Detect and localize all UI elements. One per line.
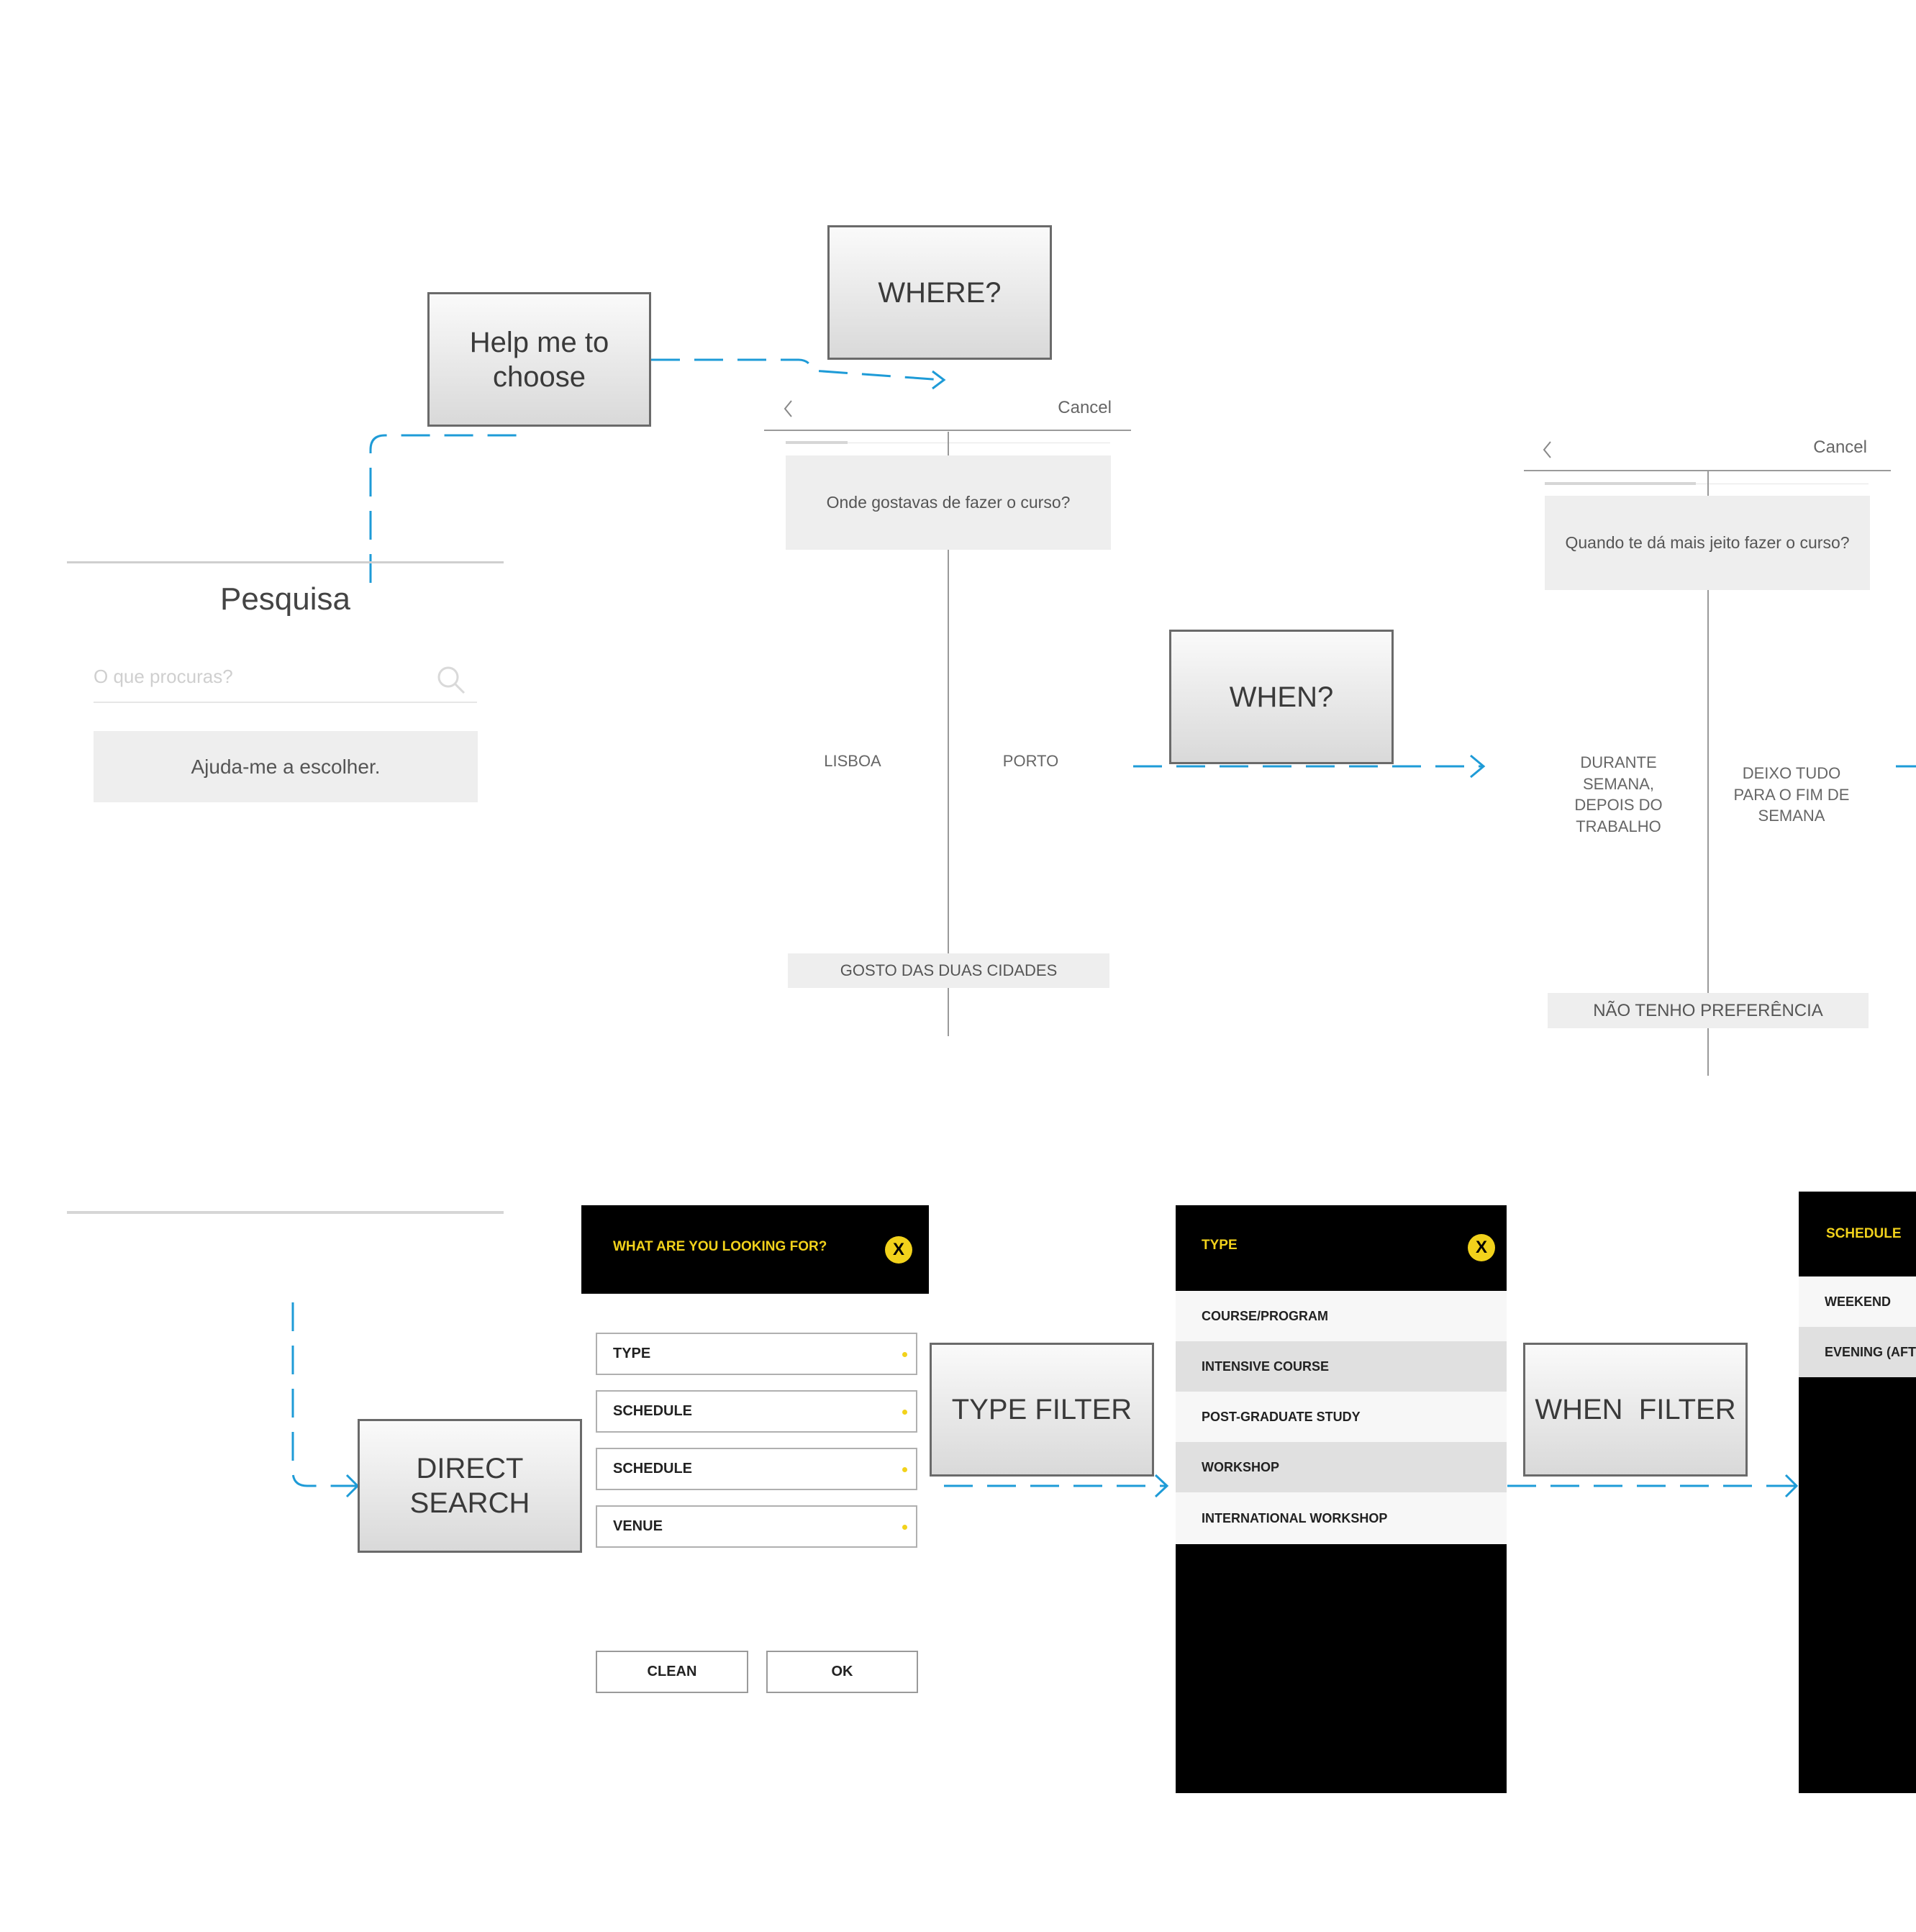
clean-button[interactable]: CLEAN [596,1651,748,1693]
both-cities-button[interactable]: GOSTO DAS DUAS CIDADES [788,953,1109,988]
where-header-divider [764,430,1131,431]
search-modal-title: WHAT ARE YOU LOOKING FOR? [613,1239,827,1254]
cancel-link[interactable]: Cancel [1058,398,1112,417]
required-dot-icon [902,1351,907,1357]
schedule-panel: SCHEDULE WEEKEND EVENING (AFT [1799,1192,1916,1793]
back-chevron-icon-2[interactable] [1540,439,1555,461]
close-icon[interactable]: X [885,1236,912,1264]
schedule-field-label: SCHEDULE [613,1403,693,1419]
venue-field-label: VENUE [613,1518,663,1534]
arrowhead-type [1154,1474,1169,1498]
schedule-item-evening[interactable]: EVENING (AFT [1799,1327,1916,1377]
direct-search-divider [67,1211,504,1214]
where-question: Onde gostavas de fazer o curso? [786,455,1111,550]
direct-search-box: DIRECT SEARCH [358,1419,582,1553]
pesquisa-title: Pesquisa [219,581,350,617]
ok-button[interactable]: OK [766,1651,918,1693]
search-placeholder: O que procuras? [94,666,233,687]
option-weekdays[interactable]: DURANTE SEMANA, DEPOIS DO TRABALHO [1574,753,1663,836]
when-box: WHEN? [1169,630,1394,764]
arrowhead-where [932,370,946,390]
type-field[interactable]: TYPE [596,1333,917,1375]
pesquisa-top-divider [67,561,504,563]
type-item-post-graduate[interactable]: POST-GRADUATE STUDY [1176,1392,1507,1442]
schedule-panel-title: SCHEDULE [1826,1226,1902,1241]
when-header-divider [1524,470,1891,471]
type-panel-title: TYPE [1202,1238,1238,1253]
where-progress [786,441,848,444]
option-lisboa[interactable]: LISBOA [824,752,881,770]
required-dot-icon [902,1466,907,1472]
when-filter-box: WHEN FILTER [1523,1343,1748,1477]
type-item-international-workshop[interactable]: INTERNATIONAL WORKSHOP [1176,1492,1507,1544]
arrow-help-to-where [651,358,943,381]
close-icon[interactable]: X [1468,1234,1495,1261]
search-input[interactable]: O que procuras? [94,658,477,703]
type-panel: TYPE X COURSE/PROGRAM INTENSIVE COURSE P… [1176,1205,1507,1793]
no-preference-button[interactable]: NÃO TENHO PREFERÊNCIA [1548,993,1869,1028]
arrowhead-when [1470,754,1486,779]
arrow-pesquisa-to-help [369,434,525,583]
schedule-field-2[interactable]: SCHEDULE [596,1448,917,1490]
cancel-link-2[interactable]: Cancel [1813,437,1867,457]
where-box: WHERE? [827,225,1052,360]
schedule-field-2-label: SCHEDULE [613,1461,693,1477]
required-dot-icon [902,1524,907,1530]
schedule-item-weekend[interactable]: WEEKEND [1799,1276,1916,1327]
type-field-label: TYPE [613,1346,651,1361]
arrow-to-direct-search [291,1302,356,1487]
back-chevron-icon[interactable] [781,398,796,419]
schedule-field[interactable]: SCHEDULE [596,1390,917,1433]
where-center-line [948,432,949,1036]
type-filter-box: TYPE FILTER [930,1343,1154,1477]
help-choose-button[interactable]: Ajuda-me a escolher. [94,731,478,802]
when-center-line [1707,471,1709,1076]
type-item-intensive-course[interactable]: INTENSIVE COURSE [1176,1341,1507,1392]
when-progress [1545,482,1696,485]
arrowhead-when-filter [1784,1474,1799,1498]
option-porto[interactable]: PORTO [1002,752,1059,770]
option-weekend[interactable]: DEIXO TUDO PARA O FIM DE SEMANA [1733,764,1850,825]
help-me-choose-box: Help me to choose [427,292,651,427]
required-dot-icon [902,1409,907,1415]
type-item-course-program[interactable]: COURSE/PROGRAM [1176,1291,1507,1341]
search-modal-header: WHAT ARE YOU LOOKING FOR? X [581,1205,929,1294]
venue-field[interactable]: VENUE [596,1505,917,1548]
type-item-workshop[interactable]: WORKSHOP [1176,1442,1507,1492]
when-question: Quando te dá mais jeito fazer o curso? [1545,496,1870,590]
search-icon[interactable] [435,664,467,696]
